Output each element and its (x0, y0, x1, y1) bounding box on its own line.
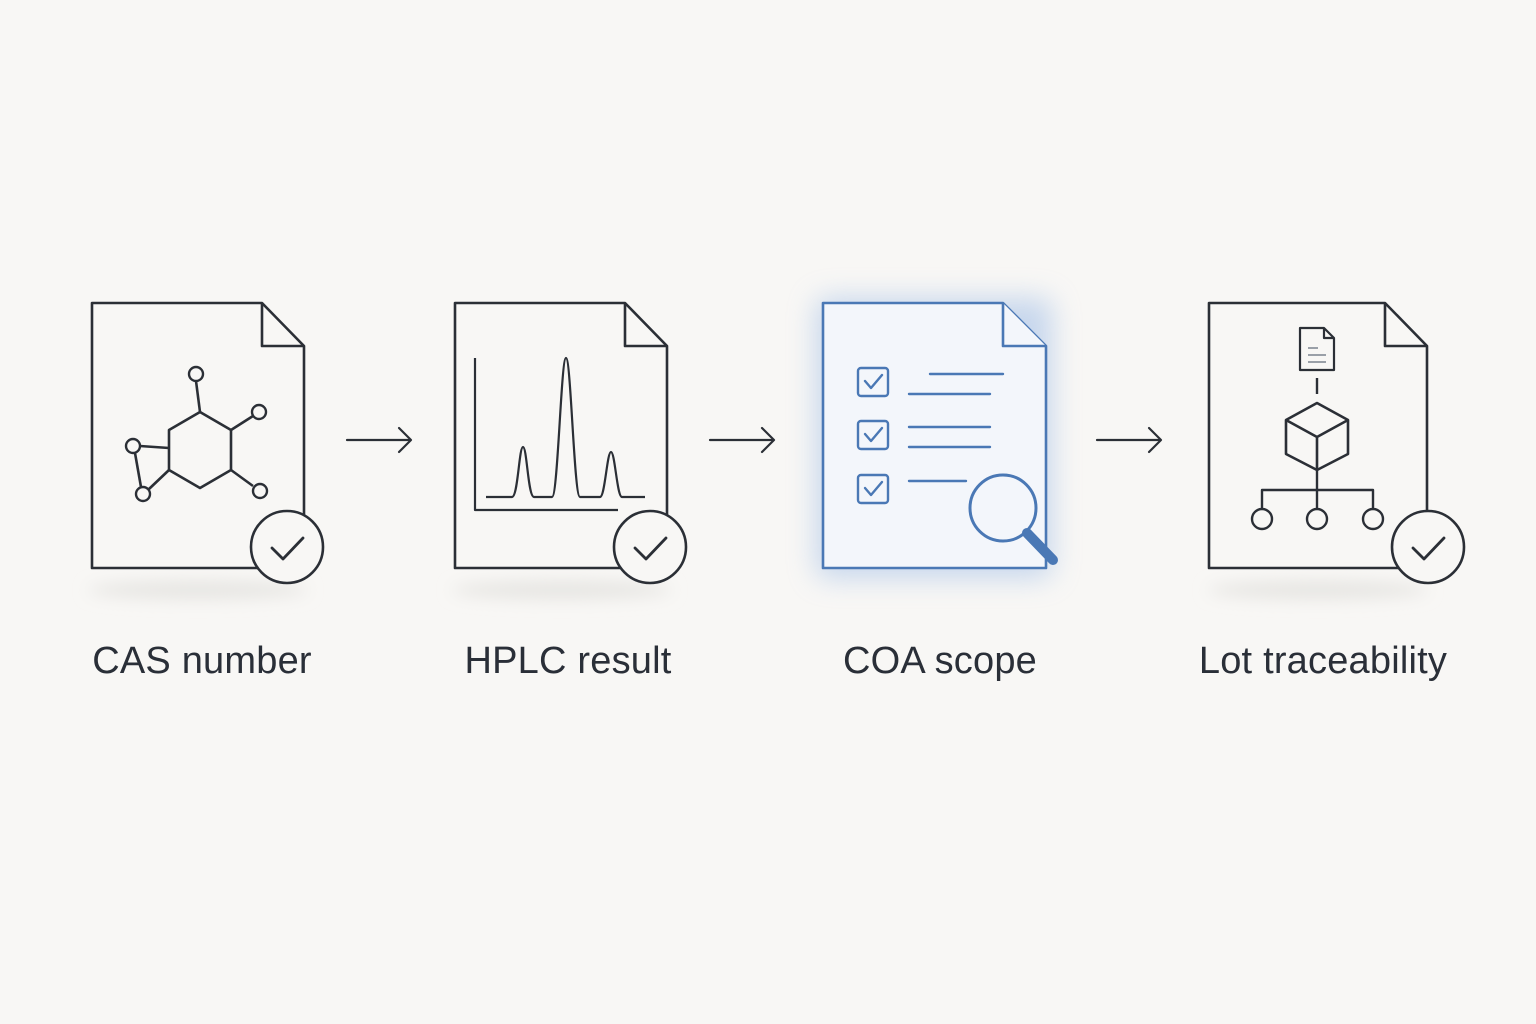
checklist-row (856, 366, 1005, 398)
chromatogram-document-icon (452, 301, 688, 599)
lot-tree-document-icon (1207, 301, 1466, 599)
check-badge-icon (1390, 509, 1466, 585)
cube-icon (1284, 401, 1350, 472)
step-label-hplc-result: HPLC result (464, 640, 672, 682)
checklist-magnifier-document-icon (816, 298, 1058, 578)
checklist-row (856, 473, 968, 505)
arrow-right-icon (708, 426, 776, 454)
magnifier-icon (968, 473, 1058, 565)
step-label-coa-scope: COA scope (842, 640, 1037, 682)
arrow-right-icon (345, 426, 413, 454)
check-badge-icon (249, 509, 325, 585)
check-badge-icon (612, 509, 688, 585)
molecule-document-icon (88, 301, 325, 599)
arrow-right-icon (1095, 426, 1163, 454)
step-label-cas-number: CAS number (92, 640, 312, 682)
checklist-row (856, 419, 992, 451)
step-label-lot-traceability: Lot traceability (1198, 640, 1448, 682)
small-document-icon (1298, 326, 1336, 372)
